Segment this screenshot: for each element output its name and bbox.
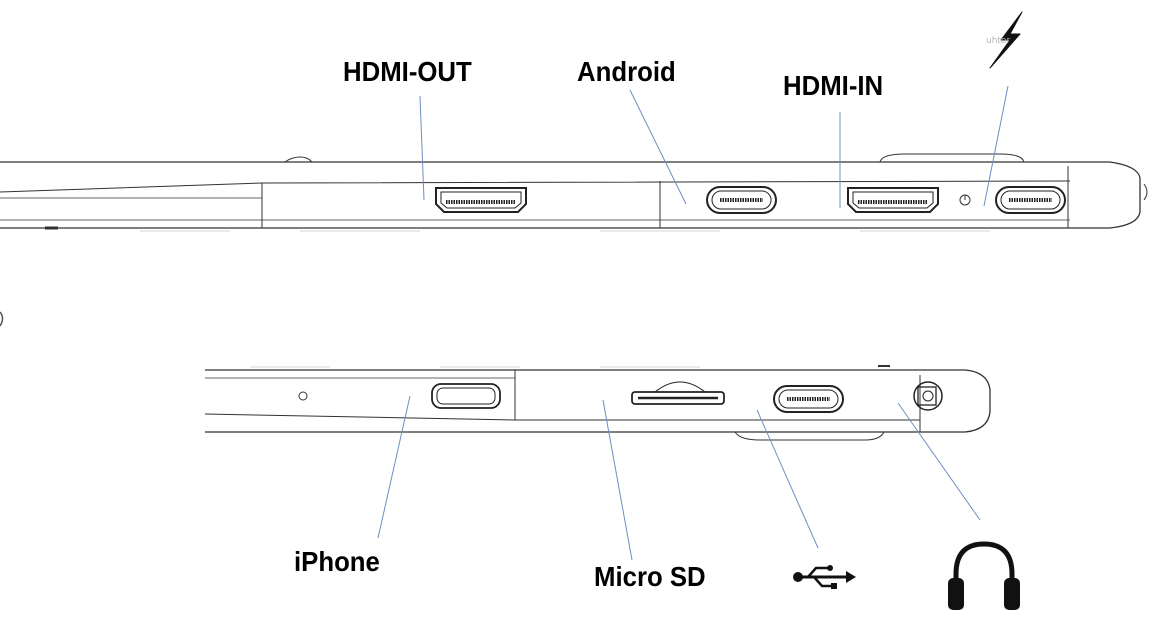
- bottom-device-top-edge: [205, 369, 991, 391]
- leader-hdmi-out: [419, 95, 425, 201]
- label-hdmi-in: HDMI-IN: [783, 70, 884, 101]
- label-hdmi-out: HDMI-OUT: [343, 56, 472, 87]
- top-device-right-nub: [1143, 183, 1148, 201]
- lightning-bolt-icon: [989, 11, 1023, 69]
- top-device: [0, 153, 1148, 232]
- top-device-bottom-edge: [0, 211, 1141, 229]
- label-iphone: iPhone: [294, 546, 380, 577]
- bottom-device-bump: [734, 431, 885, 441]
- mic-hole: [298, 391, 308, 401]
- audio-jack: [913, 381, 943, 411]
- leader-micro-sd: [602, 399, 633, 561]
- hdmi-out-port: [435, 187, 527, 213]
- usb-usbc-port: [773, 385, 844, 413]
- top-device-taper-line: [0, 180, 1071, 193]
- leader-android: [629, 89, 687, 205]
- micro-sd-slot: [631, 381, 725, 405]
- watermark-text: uhtor: [986, 36, 1011, 46]
- label-micro-sd: Micro SD: [594, 561, 706, 592]
- leader-iphone: [377, 395, 411, 539]
- edge-mark: [0, 311, 4, 327]
- usb-icon: [793, 565, 856, 589]
- power-usbc-port: [995, 186, 1066, 214]
- top-device-top-edge: [0, 161, 1141, 179]
- iphone-port: [431, 383, 501, 409]
- leader-audio: [897, 402, 981, 521]
- bottom-device: [204, 365, 991, 441]
- leader-lines: [377, 85, 1009, 561]
- leader-power: [983, 85, 1009, 207]
- headphones-icon: [948, 541, 1020, 610]
- android-usbc-port: [706, 186, 777, 214]
- label-android: Android: [577, 56, 676, 87]
- bottom-device-bottom-edge: [205, 411, 991, 433]
- hdmi-in-port: [847, 187, 939, 213]
- leader-usb: [756, 409, 819, 549]
- power-indicator: [959, 194, 971, 206]
- bottom-device-taper-line: [204, 413, 920, 421]
- top-device-small-bump: [284, 156, 313, 163]
- top-device-bump: [879, 153, 1025, 163]
